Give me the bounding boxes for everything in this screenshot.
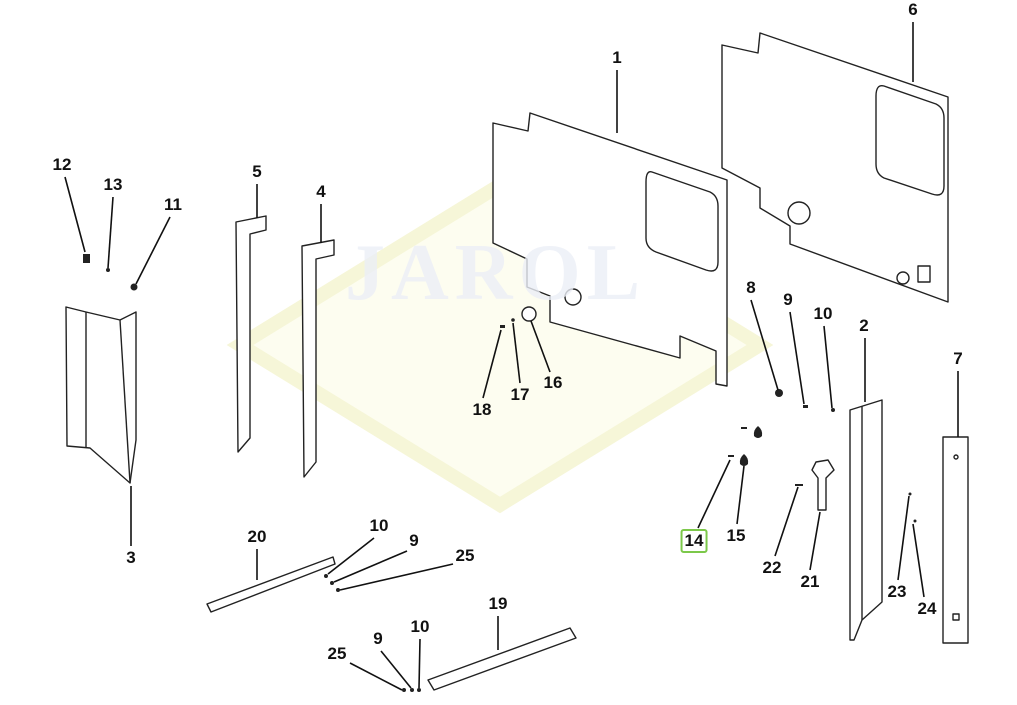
callout-6[interactable]: 6	[908, 0, 918, 19]
part-9-screw-c[interactable]	[410, 688, 414, 692]
callout-21[interactable]: 21	[800, 572, 820, 591]
part-25-washer-b[interactable]	[336, 588, 340, 592]
callout-1[interactable]: 1	[612, 48, 622, 67]
part-24-screw[interactable]	[913, 519, 917, 523]
part-14-screws[interactable]	[728, 455, 734, 457]
part-9-screw[interactable]	[803, 405, 808, 408]
part-6-hole	[787, 201, 811, 225]
callout-15[interactable]: 15	[726, 526, 746, 545]
part-7-hole	[953, 454, 959, 460]
callout-19[interactable]: 19	[488, 594, 508, 613]
callout-7[interactable]: 7	[953, 349, 963, 368]
part-15-latch[interactable]	[739, 426, 763, 466]
part-6-square	[917, 265, 931, 283]
part-19-strip[interactable]	[427, 627, 577, 691]
part-7-plate[interactable]	[942, 436, 969, 644]
part-20-strip[interactable]	[206, 556, 336, 613]
callout-24[interactable]: 24	[917, 599, 937, 618]
part-1-window	[645, 171, 719, 272]
part-12-clip[interactable]	[83, 254, 90, 263]
callout-2[interactable]: 2	[859, 316, 869, 335]
part-13-pin[interactable]	[106, 268, 110, 272]
part-11-nut[interactable]	[130, 283, 138, 291]
watermark-text: JAROL	[345, 229, 647, 317]
part-5-strip[interactable]	[235, 215, 267, 453]
part-10-nut-c[interactable]	[417, 688, 421, 692]
part-25-washer-c[interactable]	[402, 688, 406, 692]
callout-22[interactable]: 22	[762, 558, 782, 577]
part-2-strip[interactable]	[849, 399, 883, 641]
callout-10-c[interactable]: 10	[410, 617, 430, 636]
part-10-nut[interactable]	[831, 408, 835, 412]
callout-16[interactable]: 16	[543, 373, 563, 392]
part-6-small-hole	[896, 271, 910, 285]
callout-20[interactable]: 20	[247, 527, 267, 546]
callout-10[interactable]: 10	[813, 304, 833, 323]
callout-25-a[interactable]: 25	[455, 546, 475, 565]
callout-4[interactable]: 4	[316, 182, 326, 201]
callout-10-b[interactable]: 10	[369, 516, 389, 535]
part-7-slot	[952, 613, 960, 621]
part-8-knob[interactable]	[775, 389, 783, 397]
callout-13[interactable]: 13	[103, 175, 123, 194]
callout-3[interactable]: 3	[126, 548, 136, 567]
callout-12[interactable]: 12	[52, 155, 72, 174]
callout-9-c[interactable]: 9	[373, 629, 383, 648]
callout-9[interactable]: 9	[783, 290, 793, 309]
part-18-clip[interactable]	[500, 325, 505, 328]
callout-14-highlighted[interactable]: 14	[680, 529, 708, 553]
part-3-fold-2	[119, 319, 131, 484]
part-4-strip[interactable]	[301, 239, 335, 478]
callout-11[interactable]: 11	[164, 195, 182, 214]
part-10-nut-b[interactable]	[324, 574, 328, 578]
leader-lines	[64, 22, 959, 691]
part-22-screws[interactable]	[795, 484, 803, 486]
callout-23[interactable]: 23	[887, 582, 907, 601]
callout-8[interactable]: 8	[746, 278, 756, 297]
part-6-window	[875, 85, 945, 196]
part-21-handle[interactable]	[811, 459, 835, 511]
part-1-hole	[564, 288, 582, 306]
part-17-screw[interactable]	[511, 318, 515, 322]
callout-17[interactable]: 17	[510, 385, 530, 404]
part-23-screw[interactable]	[908, 492, 912, 496]
callout-5[interactable]: 5	[252, 162, 262, 181]
callout-9-b[interactable]: 9	[409, 531, 419, 550]
callout-25-b[interactable]: 25	[327, 644, 347, 663]
part-9-screw-b[interactable]	[330, 581, 334, 585]
part-3-bracket[interactable]	[65, 306, 137, 484]
part-16-grommet[interactable]	[521, 306, 537, 322]
callout-18[interactable]: 18	[472, 400, 492, 419]
part-14-screws-2	[741, 427, 747, 429]
